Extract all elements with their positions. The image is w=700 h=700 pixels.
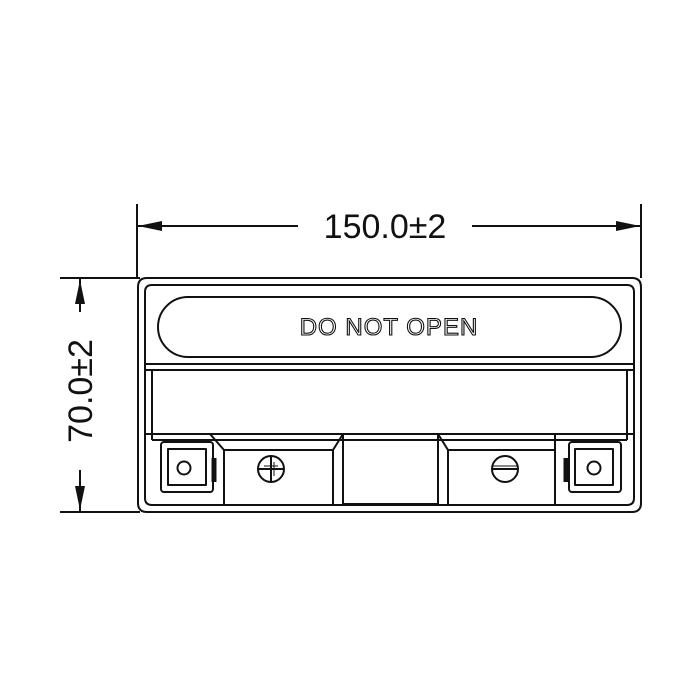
positive-terminal-icon [257,455,285,483]
battery-body [137,277,642,513]
right-terminal [563,441,622,493]
width-arrowhead-left [138,221,162,231]
right-terminal-inner [574,448,614,486]
center-handle-notch [332,434,449,505]
right-terminal-outer [568,441,622,493]
height-arrowhead-bottom [75,486,85,510]
height-dimension [60,277,140,513]
left-terminal-inner [167,448,207,486]
right-terminal-bolt [586,460,602,476]
left-terminal-bolt [176,460,192,476]
width-dimension [136,204,642,278]
width-arrowhead-right [616,221,640,231]
do-not-open-label: DO NOT OPEN [300,314,479,341]
battery-inner-outline [144,284,635,506]
height-arrowhead-top [75,280,85,304]
battery-outer-outline [137,277,642,513]
bottom-recess-outline [209,433,556,504]
left-terminal [160,441,217,493]
label-band-outline [157,296,622,358]
negative-terminal-icon [491,455,519,483]
height-dimension-label: 70.0±2 [62,339,100,443]
width-dimension-label: 150.0±2 [324,208,447,246]
